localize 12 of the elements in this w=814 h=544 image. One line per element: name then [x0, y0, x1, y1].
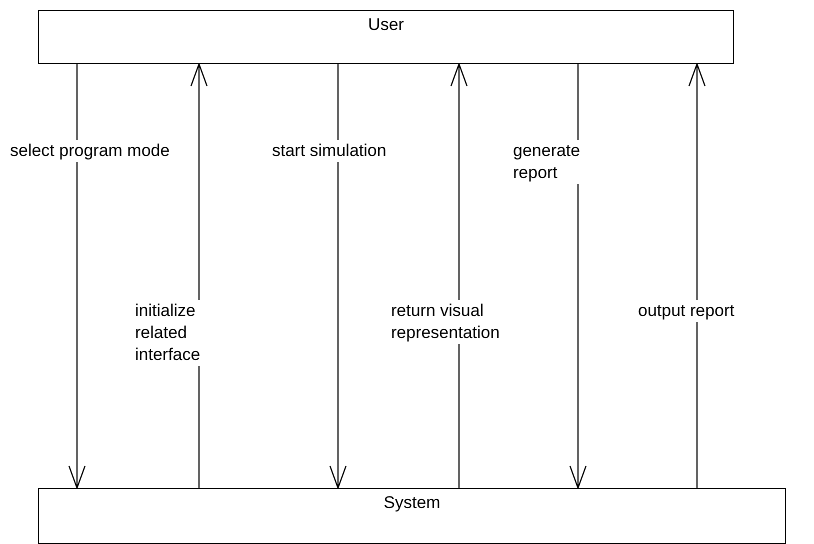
arrow [569, 64, 587, 489]
actor-box [38, 488, 786, 544]
edge-label: output report [638, 300, 734, 322]
arrow [450, 63, 468, 488]
actor-box [38, 10, 734, 64]
arrow [68, 64, 86, 489]
arrow [688, 63, 706, 488]
actor-name: System [384, 493, 440, 513]
actor-name: User [368, 15, 404, 35]
edge-label: start simulation [272, 140, 386, 162]
arrow [329, 64, 347, 489]
edge-label: select program mode [10, 140, 170, 162]
